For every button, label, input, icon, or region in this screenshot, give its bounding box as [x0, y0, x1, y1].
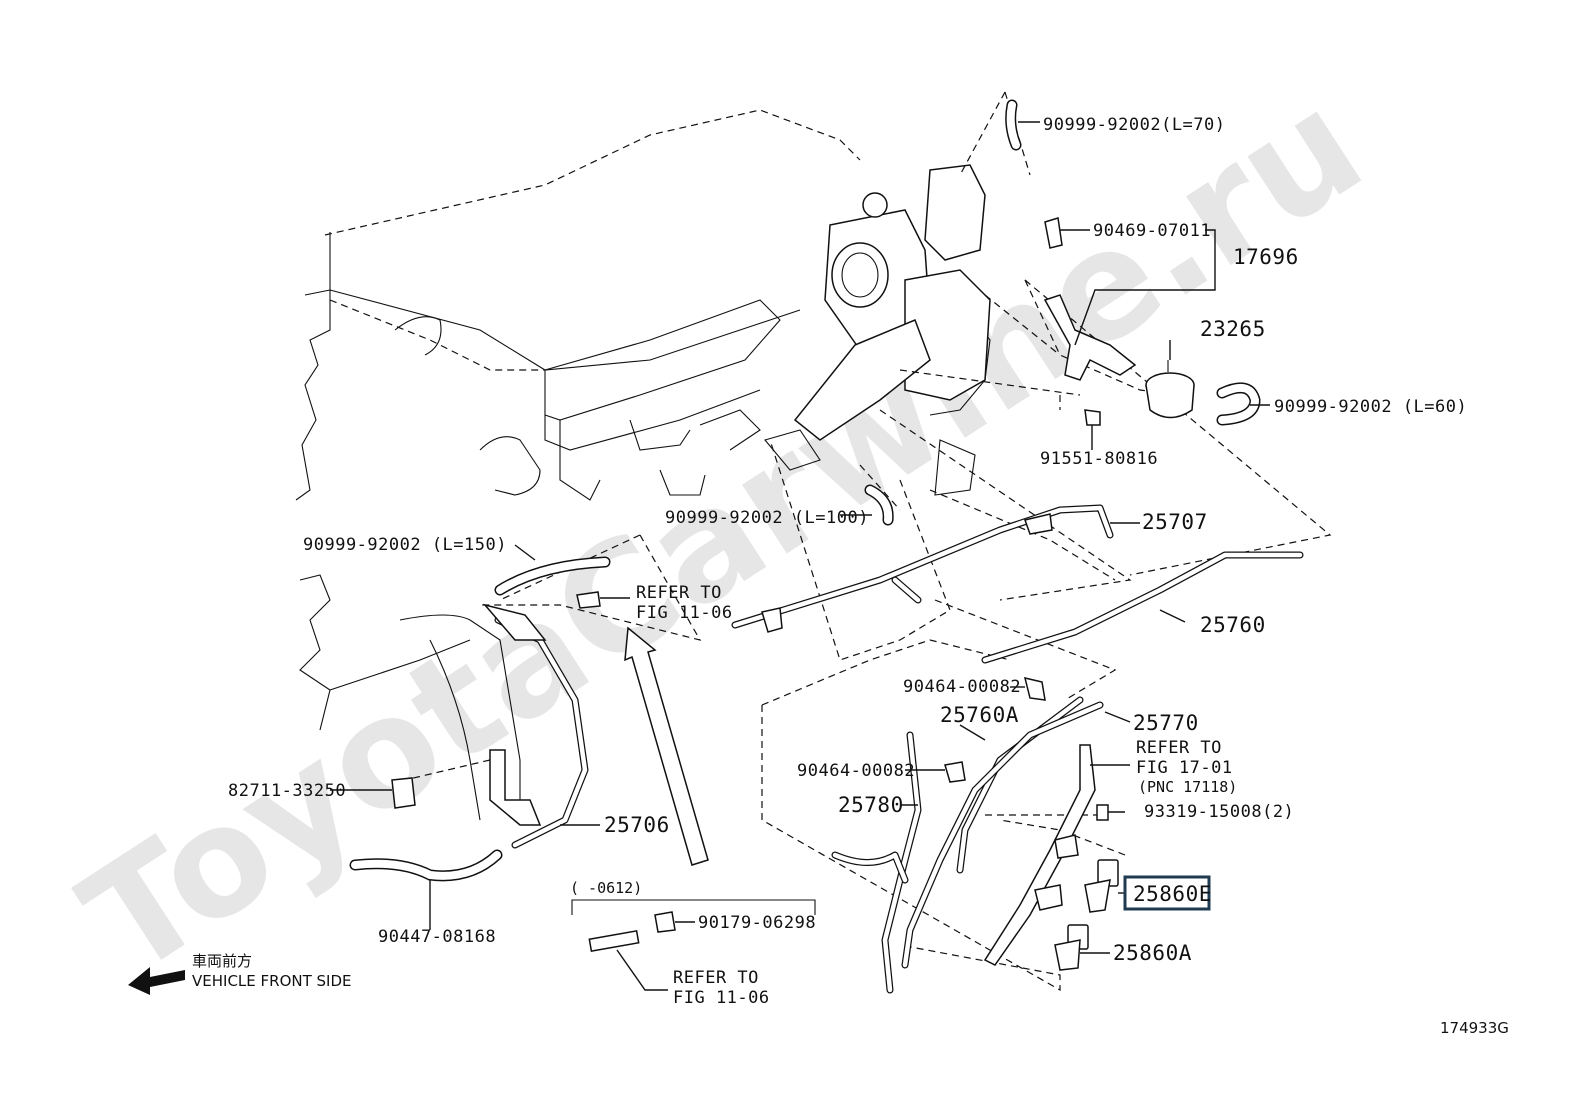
label-clamp-90464-b[interactable]: 90464-00082	[797, 761, 915, 781]
label-clip-82711[interactable]: 82711-33250	[228, 781, 346, 801]
pipe-25706	[482, 603, 589, 849]
flow-arrow	[624, 626, 709, 866]
bracket-note-line	[571, 899, 816, 915]
hose-90447	[349, 849, 503, 882]
throttle-body	[764, 164, 991, 496]
label-refer-17-01-3[interactable]: (PNC 17118)	[1138, 778, 1237, 796]
clip-82711	[391, 777, 416, 809]
label-refer-11-06-top-2[interactable]: FIG 11-06	[636, 603, 733, 623]
pipe-25780	[831, 731, 922, 994]
label-pipe-25780[interactable]: 25780	[838, 793, 904, 817]
valve-25860a	[1054, 924, 1089, 971]
label-bolt-91551[interactable]: 91551-80816	[1040, 449, 1158, 469]
label-assy-17696[interactable]: 17696	[1233, 245, 1299, 269]
label-refer-11-06-top-1[interactable]: REFER TO	[636, 583, 722, 603]
label-valve-25860a[interactable]: 25860A	[1113, 941, 1192, 965]
label-pipe-25770[interactable]: 25770	[1133, 711, 1199, 735]
hose-l150	[494, 556, 611, 596]
stud-bolt	[588, 930, 640, 952]
label-pipe-25707[interactable]: 25707	[1142, 510, 1208, 534]
label-pipe-25760[interactable]: 25760	[1200, 613, 1266, 637]
label-refer-17-01-2[interactable]: FIG 17-01	[1136, 758, 1233, 778]
label-refer-11-06-bottom-1[interactable]: REFER TO	[673, 968, 759, 988]
bracket-note: ( -0612)	[570, 879, 642, 897]
hose-l60	[1216, 382, 1261, 426]
valve-25860e	[1084, 859, 1119, 913]
diagram-id: 174933G	[1440, 1019, 1509, 1037]
vehicle-front-japanese: 車両前方	[192, 952, 252, 970]
highlight-box-25860e	[1123, 875, 1211, 911]
bolt-93319	[1096, 804, 1109, 821]
pipe-25707	[731, 504, 1114, 633]
vsv-filter-23265	[1145, 360, 1195, 419]
label-refer-17-01-1[interactable]: REFER TO	[1136, 738, 1222, 758]
label-nut-90179[interactable]: 90179-06298	[698, 913, 816, 933]
label-valve-25860e[interactable]: 25860E	[1133, 882, 1212, 906]
label-clip-90469[interactable]: 90469-07011	[1093, 221, 1211, 241]
hose-l70	[1005, 99, 1022, 151]
nut-90179	[654, 911, 676, 933]
clamp-90464-b	[944, 761, 966, 783]
label-filter-23265[interactable]: 23265	[1200, 317, 1266, 341]
vehicle-front-arrow-icon	[128, 967, 185, 995]
bracket-17696	[1043, 217, 1137, 381]
label-hose-l60[interactable]: 90999-92002 (L=60)	[1274, 397, 1467, 417]
vsv-bracket	[983, 744, 1096, 966]
label-bolt-93319[interactable]: 93319-15008(2)	[1144, 802, 1294, 822]
pipe-25760	[981, 551, 1304, 664]
hose-l100	[864, 484, 894, 526]
label-refer-11-06-bottom-2[interactable]: FIG 11-06	[673, 988, 770, 1008]
leader-lines	[330, 121, 1270, 991]
label-pipe-25706[interactable]: 25706	[604, 813, 670, 837]
pipe-25770	[901, 701, 1104, 969]
label-hose-l150[interactable]: 90999-92002 (L=150)	[303, 535, 507, 555]
label-hose-90447[interactable]: 90447-08168	[378, 927, 496, 947]
label-hose-l100[interactable]: 90999-92002 (L=100)	[665, 508, 869, 528]
label-pipe-25760a[interactable]: 25760A	[940, 703, 1019, 727]
labels: 90999-92002(L=70) 90469-07011 17696 2326…	[192, 115, 1509, 1037]
clamp-90464-a	[1023, 676, 1046, 701]
bolt-refer-top	[576, 591, 601, 609]
label-clamp-90464-a[interactable]: 90464-00082	[903, 677, 1021, 697]
vehicle-front-english: VEHICLE FRONT SIDE	[192, 972, 352, 990]
label-hose-l70[interactable]: 90999-92002(L=70)	[1043, 115, 1226, 135]
bolt-91551	[1084, 409, 1101, 426]
